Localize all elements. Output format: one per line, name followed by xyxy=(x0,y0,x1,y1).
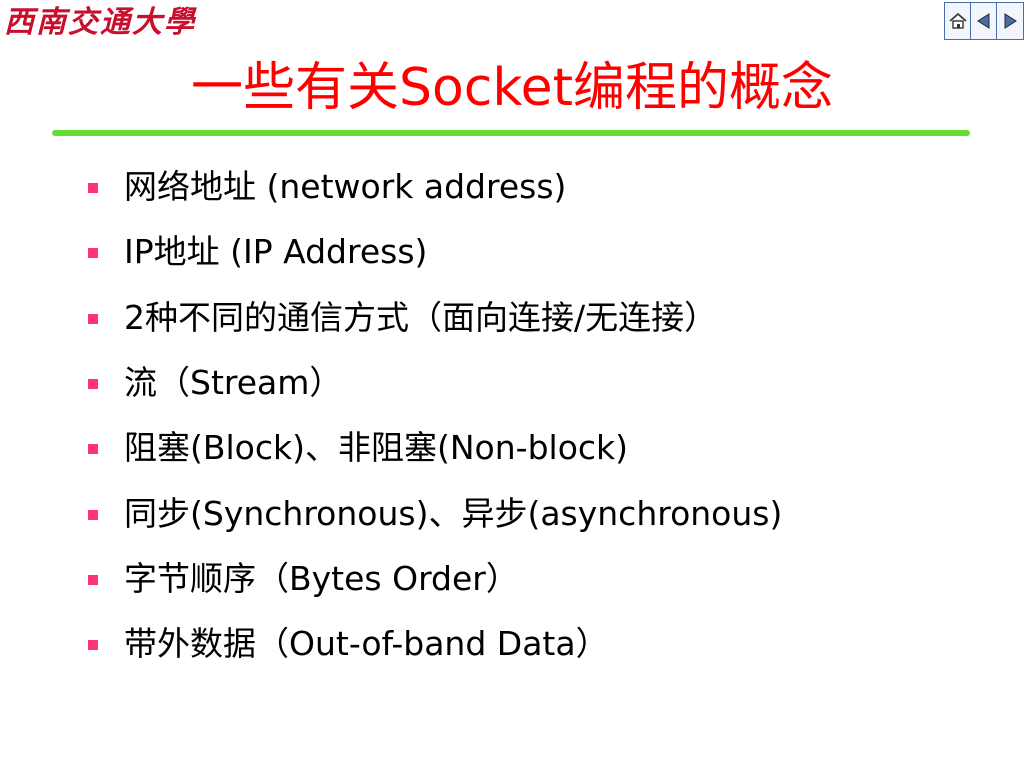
list-item: 字节顺序（Bytes Order） xyxy=(0,547,1000,611)
list-item: 阻塞(Block)、非阻塞(Non-block) xyxy=(0,416,1000,480)
list-item: IP地址 (IP Address) xyxy=(0,220,1000,284)
bullet-square xyxy=(88,640,98,650)
home-icon xyxy=(948,12,967,29)
prev-arrow-icon xyxy=(976,13,989,29)
list-item-text: 字节顺序（Bytes Order） xyxy=(124,559,519,598)
next-arrow-icon xyxy=(1004,13,1017,29)
list-item-text: IP地址 (IP Address) xyxy=(124,232,428,271)
list-item-text: 同步(Synchronous)、异步(asynchronous) xyxy=(124,494,783,533)
title-divider xyxy=(52,130,970,136)
bullet-square xyxy=(88,379,98,389)
list-item: 2种不同的通信方式（面向连接/无连接） xyxy=(0,286,1000,350)
list-item: 同步(Synchronous)、异步(asynchronous) xyxy=(0,482,1000,546)
list-item-text: 流（Stream） xyxy=(124,363,343,402)
home-button[interactable] xyxy=(945,3,971,39)
bullet-square xyxy=(88,444,98,454)
bullet-square xyxy=(88,510,98,520)
next-slide-button[interactable] xyxy=(997,3,1023,39)
bullet-square xyxy=(88,183,98,193)
previous-slide-button[interactable] xyxy=(971,3,997,39)
list-item: 带外数据（Out-of-band Data） xyxy=(0,612,1000,676)
list-item: 流（Stream） xyxy=(0,351,1000,415)
slide-navigation xyxy=(944,2,1024,40)
bullet-square xyxy=(88,248,98,258)
list-item: 网络地址 (network address) xyxy=(0,155,1000,219)
bullet-square xyxy=(88,314,98,324)
list-item-text: 2种不同的通信方式（面向连接/无连接） xyxy=(124,298,718,337)
university-logo: 西南交通大學 xyxy=(4,5,196,40)
list-item-text: 带外数据（Out-of-band Data） xyxy=(124,624,609,663)
slide-title: 一些有关Socket编程的概念 xyxy=(190,58,834,118)
list-item-text: 网络地址 (network address) xyxy=(124,167,567,206)
bullet-square xyxy=(88,575,98,585)
list-item-text: 阻塞(Block)、非阻塞(Non-block) xyxy=(124,428,629,467)
